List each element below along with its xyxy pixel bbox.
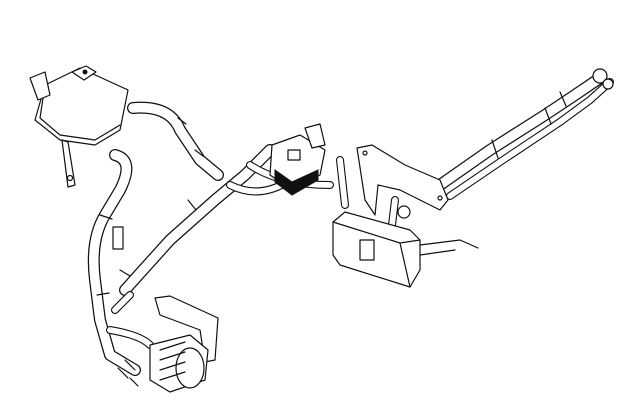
control-module [332,156,479,288]
hoses-left [87,101,334,376]
heat-exchanger [269,123,326,196]
coolant-pump [117,295,219,393]
mounting-bracket [356,144,449,216]
upper-right-pipe [434,68,614,200]
coolant-reservoir [29,65,129,188]
